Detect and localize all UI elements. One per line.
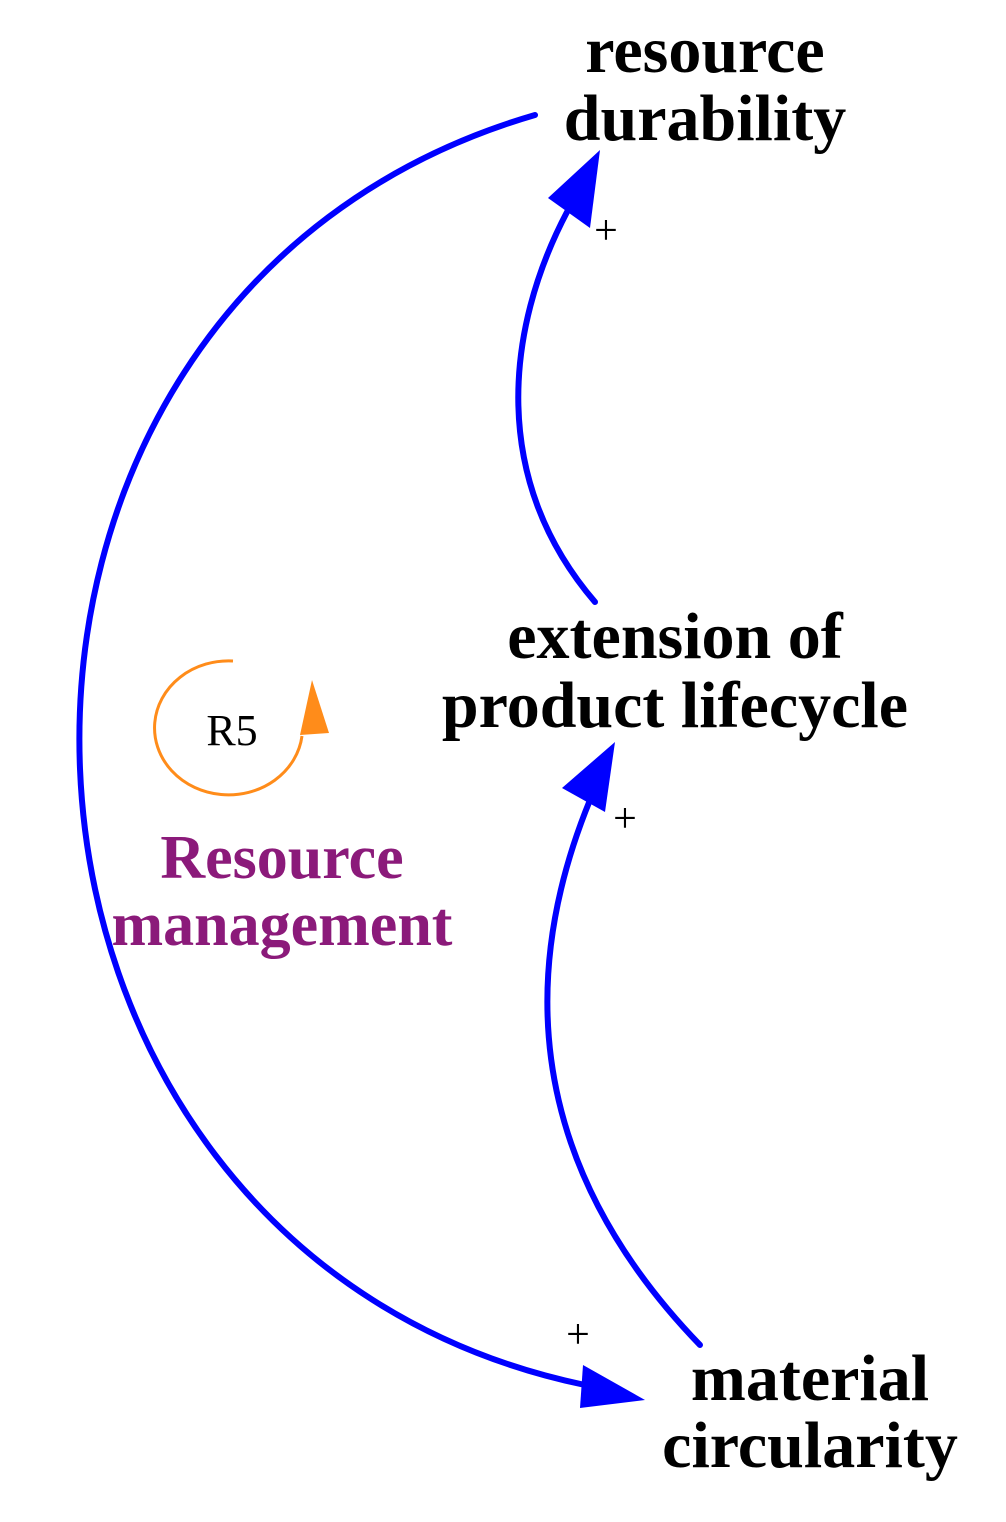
link-extension-to-durability-curve: [515, 209, 598, 605]
link-circularity-to-extension: +: [544, 742, 703, 1348]
loop-name-line1: Resource: [160, 824, 403, 892]
node-extension-of-product-lifecycle: extension of product lifecycle: [442, 600, 908, 742]
link-extension-to-durability: +: [515, 150, 618, 605]
link-durability-to-circularity-arrowhead: [580, 1365, 645, 1408]
link-circularity-to-extension-curve: [544, 797, 703, 1348]
node-material-circularity-line1: material: [691, 1342, 929, 1415]
node-material-circularity-line2: circularity: [662, 1409, 958, 1482]
loop-marker: R5: [153, 659, 329, 797]
link-extension-to-durability-arrowhead: [548, 150, 600, 228]
loop-name-line2: management: [112, 891, 453, 959]
link-circularity-to-extension-arrowhead: [562, 742, 615, 812]
loop-direction-arrowhead: [300, 680, 329, 735]
link-durability-to-circularity-curve: [76, 112, 588, 1388]
node-resource-durability-line1: resource: [585, 14, 824, 87]
loop-name: Resource management: [112, 824, 453, 959]
link-durability-to-circularity-polarity: +: [566, 1312, 590, 1358]
loop-id-label: R5: [206, 706, 257, 755]
link-durability-to-circularity: +: [76, 112, 645, 1408]
node-extension-line1: extension of: [507, 600, 844, 673]
loop-direction-arc: [153, 659, 304, 797]
link-circularity-to-extension-polarity: +: [613, 796, 637, 842]
node-extension-line2: product lifecycle: [442, 669, 908, 742]
node-resource-durability: resource durability: [564, 14, 846, 155]
link-extension-to-durability-polarity: +: [594, 208, 618, 254]
node-material-circularity: material circularity: [662, 1342, 958, 1482]
node-resource-durability-line2: durability: [564, 82, 846, 155]
